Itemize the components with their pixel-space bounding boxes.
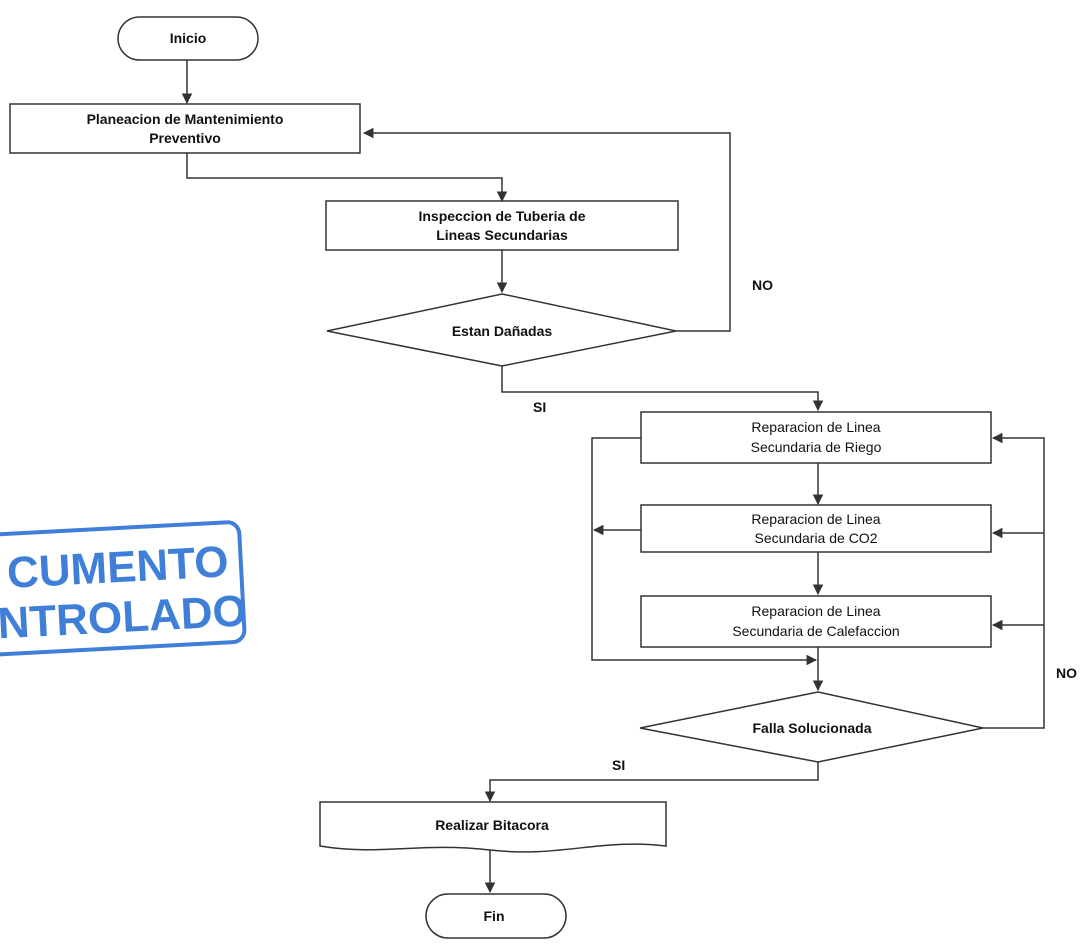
repair-irrigation-label-line-2: Secundaria de Riego bbox=[751, 439, 882, 455]
solved-decision: Falla Solucionada bbox=[639, 691, 984, 763]
repair-irrigation-label-line-1: Reparacion de Linea bbox=[751, 419, 880, 435]
repair-co2-label-line-1: Reparacion de Linea bbox=[751, 511, 880, 527]
controlled-document-stamp: CUMENTO NTROLADO bbox=[0, 520, 248, 657]
solved-yes-label: SI bbox=[612, 757, 625, 773]
inspection-label-line-1: Inspeccion de Tuberia de bbox=[418, 208, 585, 224]
damaged-decision-label: Estan Dañadas bbox=[452, 323, 553, 339]
logbook-label: Realizar Bitacora bbox=[435, 817, 549, 833]
planning-process: Planeacion de Mantenimiento Preventivo bbox=[9, 103, 361, 154]
logbook-document: Realizar Bitacora bbox=[319, 801, 667, 853]
repair-heating-process: Reparacion de Linea Secundaria de Calefa… bbox=[640, 595, 992, 648]
inspection-process: Inspeccion de Tuberia de Lineas Secundar… bbox=[325, 200, 679, 251]
start-terminator: Inicio bbox=[117, 16, 259, 61]
planning-label-line-1: Planeacion de Mantenimiento bbox=[87, 111, 284, 127]
repair-heating-label-line-1: Reparacion de Linea bbox=[751, 603, 880, 619]
repair-co2-label-line-2: Secundaria de CO2 bbox=[755, 530, 878, 546]
planning-label-line-2: Preventivo bbox=[149, 130, 221, 146]
repair-irrigation-process: Reparacion de Linea Secundaria de Riego bbox=[640, 411, 992, 464]
end-terminator: Fin bbox=[425, 893, 567, 939]
damaged-yes-label: SI bbox=[533, 399, 546, 415]
inspection-label-line-2: Lineas Secundarias bbox=[436, 227, 568, 243]
damaged-decision: Estan Dañadas bbox=[326, 293, 677, 367]
repair-heating-label-line-2: Secundaria de Calefaccion bbox=[732, 623, 899, 639]
start-label: Inicio bbox=[170, 30, 207, 46]
end-label: Fin bbox=[484, 908, 505, 924]
stamp-line-1: CUMENTO bbox=[6, 537, 230, 598]
repair-co2-process: Reparacion de Linea Secundaria de CO2 bbox=[640, 504, 992, 553]
solved-decision-label: Falla Solucionada bbox=[752, 720, 871, 736]
damaged-no-label: NO bbox=[752, 277, 773, 293]
solved-no-label: NO bbox=[1056, 665, 1077, 681]
connectors bbox=[181, 60, 1045, 894]
